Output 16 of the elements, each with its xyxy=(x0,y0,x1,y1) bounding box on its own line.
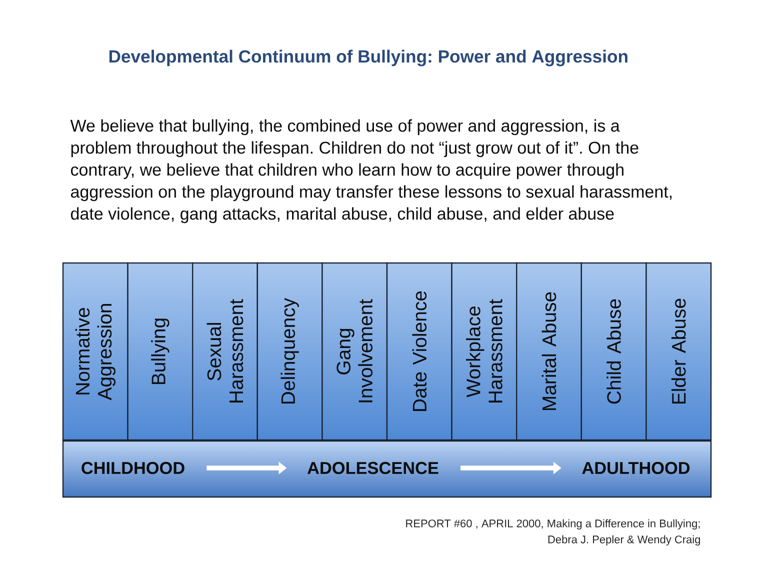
age-label: ADULTHOOD xyxy=(582,462,690,474)
stage-box: Delinquency xyxy=(256,262,323,441)
stage-box: Gang Involvement xyxy=(322,262,388,441)
stage-box: Bullying xyxy=(127,262,194,441)
stage-box: Normative Aggression xyxy=(62,262,128,441)
stage-box: Sexual Harassment xyxy=(192,262,258,441)
stage-box: Elder Abuse xyxy=(646,262,712,441)
age-label: ADOLESCENCE xyxy=(307,462,438,474)
age-label: CHILDHOOD xyxy=(82,462,184,474)
stage-box: Date Violence xyxy=(386,262,452,441)
stage-box: Marital Abuse xyxy=(516,262,582,441)
stage-box: Workplace Harassment xyxy=(451,262,518,441)
body-paragraph: We believe that bullying, the combined use of power and aggression, is a problem throughout the lifespan. Children do not “just grow out of it”. On the contrary, we believe that children who learn how to acquire power through aggression on the playground may transfer these lessons to sexual harassment, date violence, gang attacks, marital abuse, child abuse, and elder abuse xyxy=(70,119,672,224)
stage-box: Child Abuse xyxy=(580,262,647,441)
citation: REPORT #60 , APRIL 2000, Making a Difference in Bullying; Debra J. Pepler & Wendy Craig xyxy=(406,519,700,546)
title: Developmental Continuum of Bullying: Power and Aggression xyxy=(109,50,628,66)
